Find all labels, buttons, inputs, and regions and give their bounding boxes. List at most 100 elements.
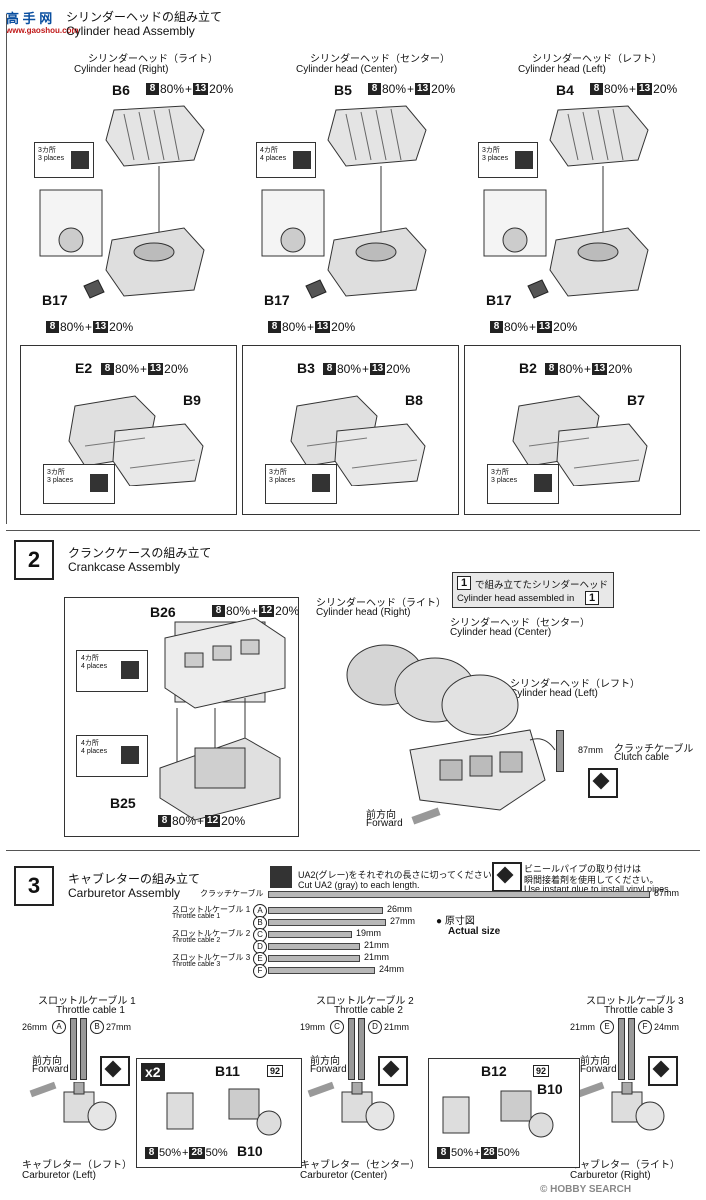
cable-length: 87mm <box>654 888 680 898</box>
paint-code: 13 <box>415 83 431 95</box>
paint-pct: 20% <box>553 320 578 334</box>
throttle-pipe <box>628 1018 635 1080</box>
part-b12: B12 <box>481 1063 507 1079</box>
part-b11: B11 <box>215 1063 240 1079</box>
cement-icon <box>121 661 139 679</box>
forward-arrow <box>307 1081 335 1098</box>
cement-icon <box>534 474 552 492</box>
cable-letter: A <box>52 1020 66 1034</box>
glue-callout-upper: 4カ所 4 places <box>76 650 148 692</box>
paint-code: 8 <box>268 321 281 333</box>
step3-title-jp: キャブレターの組み立て <box>68 872 201 886</box>
places-jp: 3カ所 <box>482 147 500 154</box>
cement-icon <box>515 151 533 169</box>
paint-code: 12 <box>205 815 221 827</box>
paint-code: 8 <box>158 815 171 827</box>
cable-label-en: Throttle cable 1 <box>172 913 221 920</box>
places-jp: 3カ所 <box>38 147 56 154</box>
cable-letter: D <box>368 1020 382 1034</box>
part-right: B9 <box>183 392 201 408</box>
paint-code: 8 <box>46 321 59 333</box>
paint-code: 8 <box>146 83 159 95</box>
step2-forward-jp: 前方向 <box>366 810 396 821</box>
glue-note-jp1: ビニールパイプの取り付けは <box>524 864 642 874</box>
cable-length: 21mm <box>364 940 390 950</box>
paint-code: 13 <box>193 83 209 95</box>
forward-arrow <box>577 1081 605 1098</box>
part-92-badge: 92 <box>533 1065 550 1077</box>
forward-jp: 前方向 <box>32 1056 62 1067</box>
places-jp: 3カ所 <box>491 469 509 476</box>
step2-head-left-jp: シリンダーヘッド（レフト） <box>510 679 640 690</box>
part-b10: B10 <box>237 1143 263 1159</box>
throttle-pipe <box>80 1018 87 1080</box>
step2-head-right-jp: シリンダーヘッド（ライト） <box>316 598 446 609</box>
cut-note-en: Cut UA2 (gray) to each length. <box>298 880 420 890</box>
carb-cable-en: Throttle cable 3 <box>604 1005 673 1016</box>
clutch-length: 87mm <box>578 745 604 755</box>
clutch-jp: クラッチケーブル <box>614 744 694 755</box>
throttle-pipe <box>618 1018 625 1080</box>
carburetor-drawing <box>611 1082 665 1131</box>
step1-title-en: Cylinder head Assembly <box>66 24 195 38</box>
cut-note-icon <box>270 866 292 888</box>
instant-glue-icon <box>100 1056 130 1086</box>
vinyl-pipe <box>268 955 360 962</box>
part-left: B2 <box>519 360 537 376</box>
carb-cable-jp: スロットルケーブル 1 <box>38 996 136 1007</box>
cable-length: 24mm <box>379 964 405 974</box>
forward-en: Forward <box>580 1064 617 1075</box>
paint-pct: 50% <box>205 1147 228 1159</box>
cylinder-head-drawing <box>261 105 427 299</box>
carb-name-en: Carburetor (Center) <box>300 1170 388 1181</box>
plus-sign: + <box>529 320 537 334</box>
instant-glue-icon <box>588 768 618 798</box>
crankcase-panel <box>64 597 299 837</box>
cement-icon <box>293 151 311 169</box>
watermark-logo: 高 手 网 <box>6 11 53 26</box>
step2-head-right-en: Cylinder head (Right) <box>316 607 411 618</box>
step3-title-en: Carburetor Assembly <box>68 886 181 900</box>
head-name-jp: シリンダーヘッド（ライト） <box>88 54 218 65</box>
actual-size-en: Actual size <box>448 926 501 937</box>
plus-sign: + <box>251 604 259 618</box>
ref-step-badge: 1 <box>457 576 472 590</box>
cylinder-halves-drawing <box>512 395 648 486</box>
part-b25: B25 <box>110 795 136 811</box>
forward-en: Forward <box>32 1064 69 1075</box>
cable-label-en: Throttle cable 3 <box>172 961 221 968</box>
paint-pct: 50% <box>159 1147 182 1159</box>
paint-code: 12 <box>259 605 275 617</box>
head-name-en: Cylinder head (Center) <box>296 64 398 75</box>
crankcase-drawing <box>159 617 286 821</box>
cylinder-head-drawing <box>39 105 205 299</box>
forward-jp: 前方向 <box>580 1056 610 1067</box>
part-b17: B17 <box>486 292 512 308</box>
cable-label-jp: スロットルケーブル 3 <box>172 953 251 962</box>
paint-code: 8 <box>590 83 603 95</box>
paint-pct: 50% <box>451 1147 474 1159</box>
cable-length-2: 21mm <box>384 1022 410 1032</box>
carb-cable-en: Throttle cable 1 <box>56 1005 125 1016</box>
cable-letter: C <box>330 1020 344 1034</box>
cylinder-halves-drawing <box>68 395 204 486</box>
paint-pct: 20% <box>386 362 411 376</box>
paint-pct: 50% <box>497 1147 520 1159</box>
carb-cable-en: Throttle cable 2 <box>334 1005 403 1016</box>
places-en: 3 places <box>482 155 509 162</box>
paint-code: 13 <box>148 363 164 375</box>
step1-title-jp: シリンダーヘッドの組み立て <box>66 10 223 24</box>
carb-name-jp: キャブレター（ライト） <box>570 1160 680 1171</box>
paint-pct: 80% <box>382 82 407 96</box>
step2-head-left-en: Cylinder head (Left) <box>510 688 598 699</box>
cable-label-en: Throttle cable 2 <box>172 937 221 944</box>
part-right: B8 <box>405 392 423 408</box>
part-b17: B17 <box>264 292 290 308</box>
